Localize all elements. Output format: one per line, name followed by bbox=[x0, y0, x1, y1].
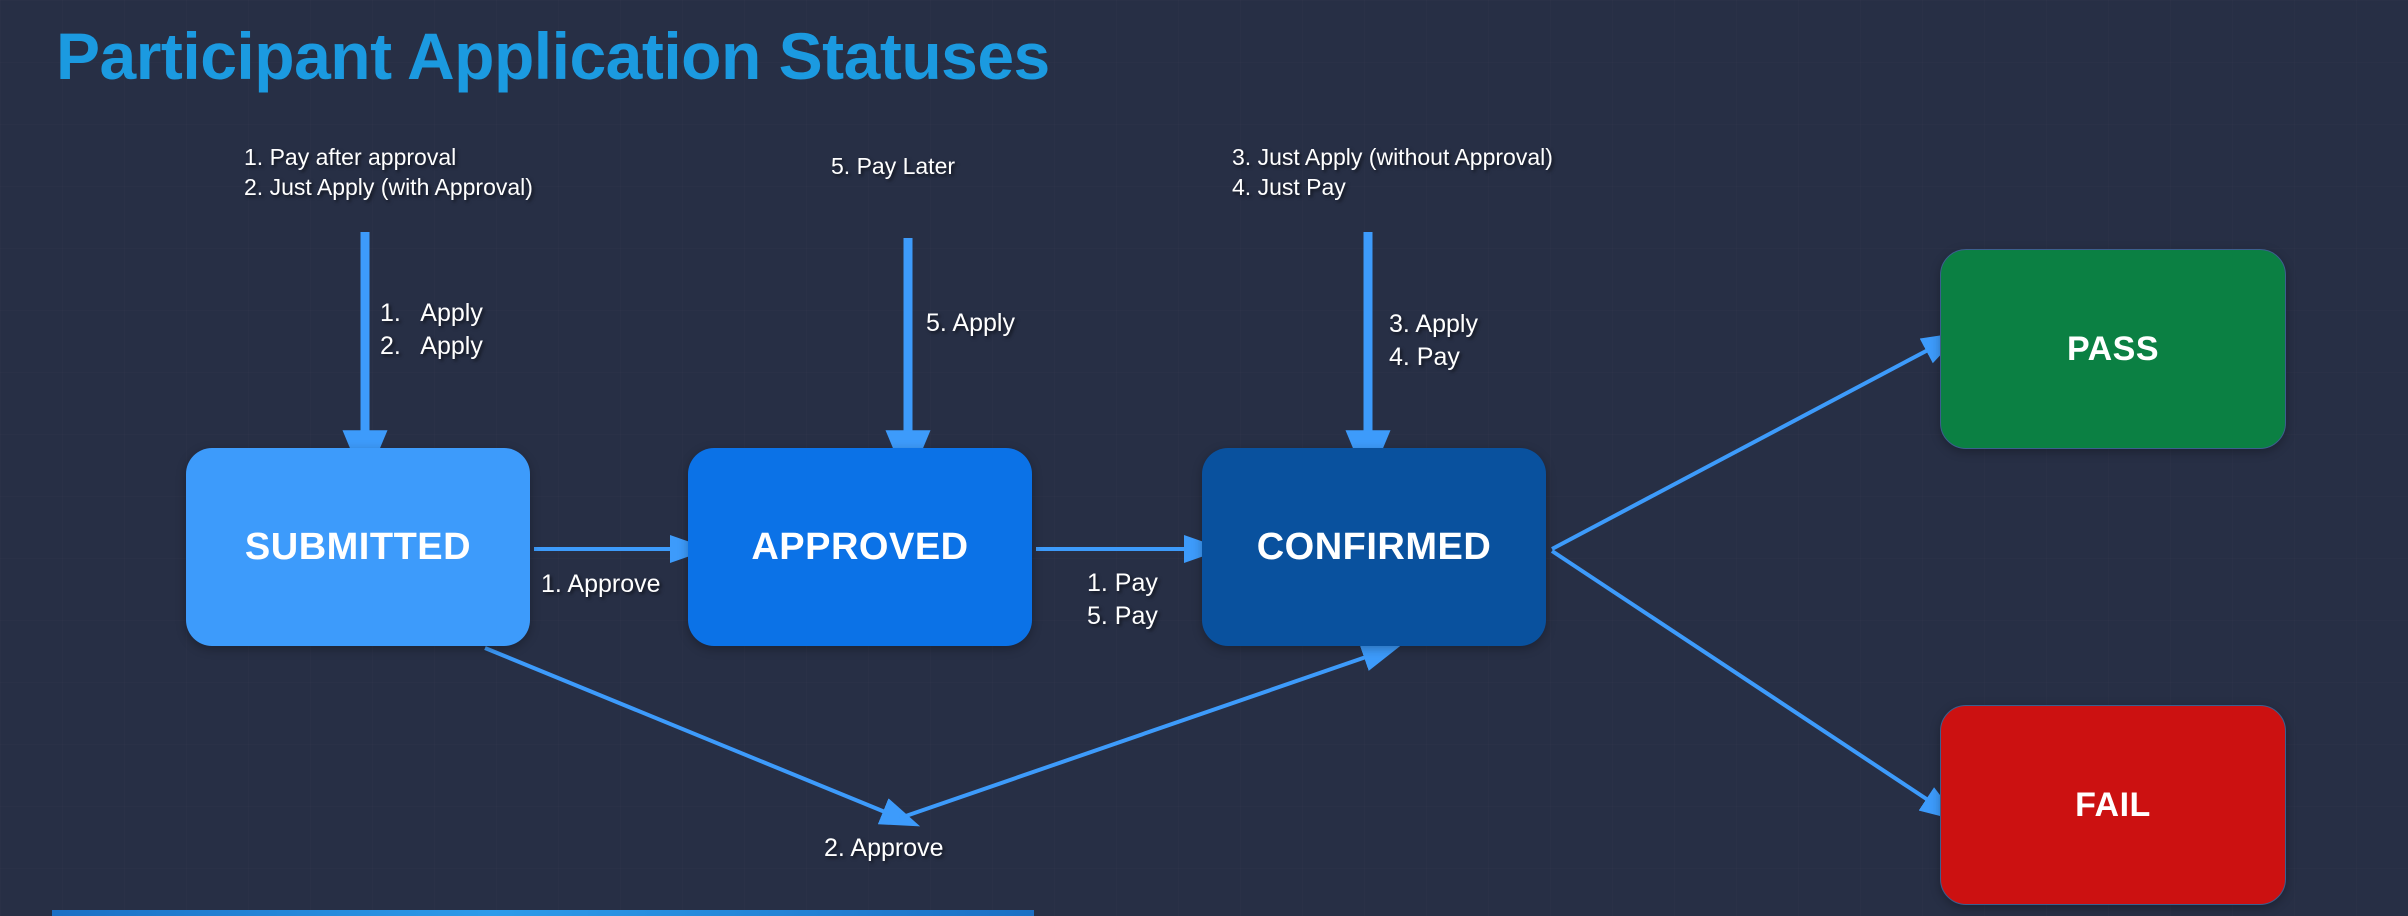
status-node-submitted-label: SUBMITTED bbox=[244, 525, 472, 568]
edge-label-approved-to-confirmed: 1. Pay 5. Pay bbox=[1087, 569, 1158, 630]
status-node-confirmed-label: CONFIRMED bbox=[1256, 525, 1492, 568]
edge-label-apply-confirmed: 3. Apply 4. Pay bbox=[1389, 310, 1478, 371]
edge-label-apply-approved: 5. Apply bbox=[926, 309, 1015, 337]
status-node-approved[interactable]: APPROVED bbox=[688, 448, 1032, 646]
status-node-fail-label: FAIL bbox=[2075, 785, 2151, 824]
status-node-pass-label: PASS bbox=[2066, 329, 2160, 368]
arrow-confirmed-pass bbox=[1551, 332, 1962, 551]
arrow-submitted-confirmed-leg1 bbox=[484, 646, 921, 827]
note-approved-entry: 5. Pay Later bbox=[831, 153, 956, 179]
status-node-confirmed[interactable]: CONFIRMED bbox=[1202, 448, 1546, 646]
page-title: Participant Application Statuses bbox=[56, 19, 1050, 93]
note-submitted-entry: 1. Pay after approval 2. Just Apply (wit… bbox=[244, 144, 533, 200]
edge-label-apply-submitted: 1. Apply 2. Apply bbox=[380, 299, 483, 360]
arrow-confirmed-fail bbox=[1550, 549, 1960, 821]
edge-label-submitted-to-confirmed: 2. Approve bbox=[824, 834, 944, 862]
bottom-accent-bar bbox=[52, 910, 1034, 916]
status-node-submitted[interactable]: SUBMITTED bbox=[186, 448, 530, 646]
note-confirmed-entry: 3. Just Apply (without Approval) 4. Just… bbox=[1232, 144, 1553, 200]
status-node-approved-label: APPROVED bbox=[751, 525, 969, 568]
status-node-pass[interactable]: PASS bbox=[1940, 249, 2286, 449]
arrow-submitted-confirmed-leg2 bbox=[899, 644, 1402, 820]
edge-label-submitted-to-approved: 1. Approve bbox=[541, 570, 661, 598]
status-node-fail[interactable]: FAIL bbox=[1940, 705, 2286, 905]
